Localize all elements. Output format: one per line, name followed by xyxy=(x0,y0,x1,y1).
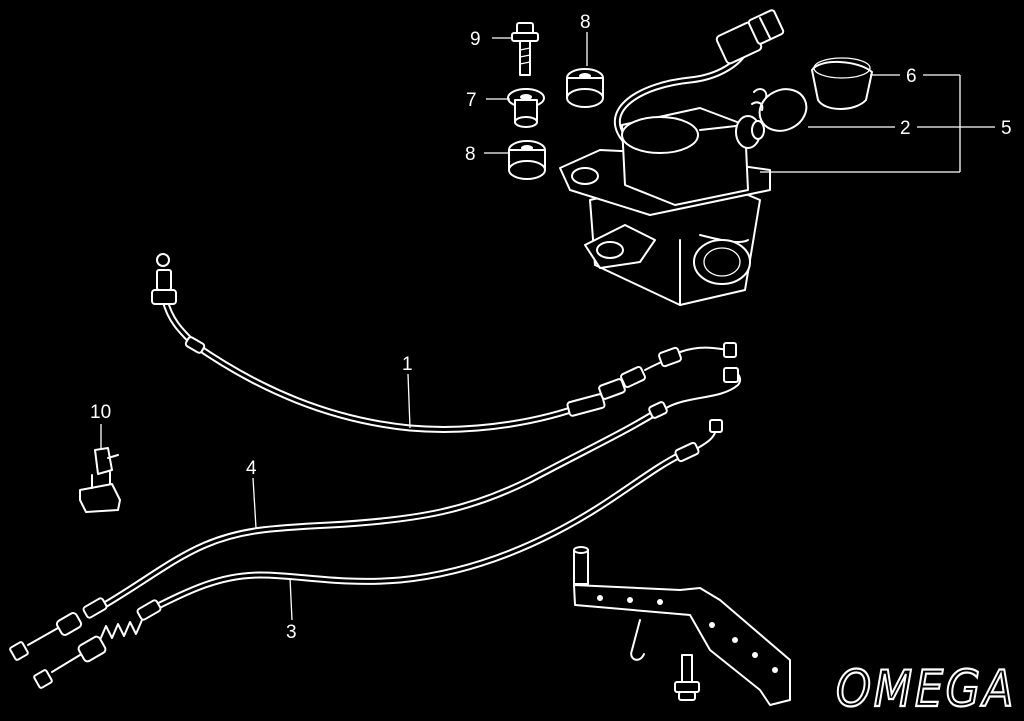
callout-10: 10 xyxy=(90,402,111,423)
leader-lines xyxy=(100,32,995,621)
callout-3: 3 xyxy=(286,622,297,643)
boot-cap xyxy=(811,57,873,110)
collar xyxy=(507,88,545,128)
callout-8-lower: 8 xyxy=(465,144,476,165)
cable-1 xyxy=(151,253,737,433)
grommet-upper xyxy=(566,68,604,108)
cable-3 xyxy=(33,419,723,689)
actuator-assembly xyxy=(559,9,785,306)
o-ring xyxy=(758,88,808,132)
callout-7: 7 xyxy=(466,90,477,111)
callout-9: 9 xyxy=(470,29,481,50)
bracket-bolt xyxy=(674,654,700,701)
cable-4 xyxy=(9,367,742,661)
wire-connector xyxy=(715,9,785,65)
cable-3-spring xyxy=(99,619,143,641)
callout-1: 1 xyxy=(402,354,413,375)
cable-clamp xyxy=(79,447,121,513)
mounting-bracket xyxy=(573,546,791,706)
callout-4: 4 xyxy=(246,458,257,479)
callout-8-top: 8 xyxy=(580,12,591,33)
omega-logo: OMEGA xyxy=(836,660,1016,718)
flange-bolt xyxy=(511,22,539,76)
callout-labels: 9 8 7 8 6 2 5 1 10 4 3 xyxy=(90,12,1012,643)
callout-5: 5 xyxy=(1001,118,1012,139)
callout-2: 2 xyxy=(900,118,911,139)
callout-6: 6 xyxy=(906,66,917,87)
grommet-lower xyxy=(508,140,546,180)
